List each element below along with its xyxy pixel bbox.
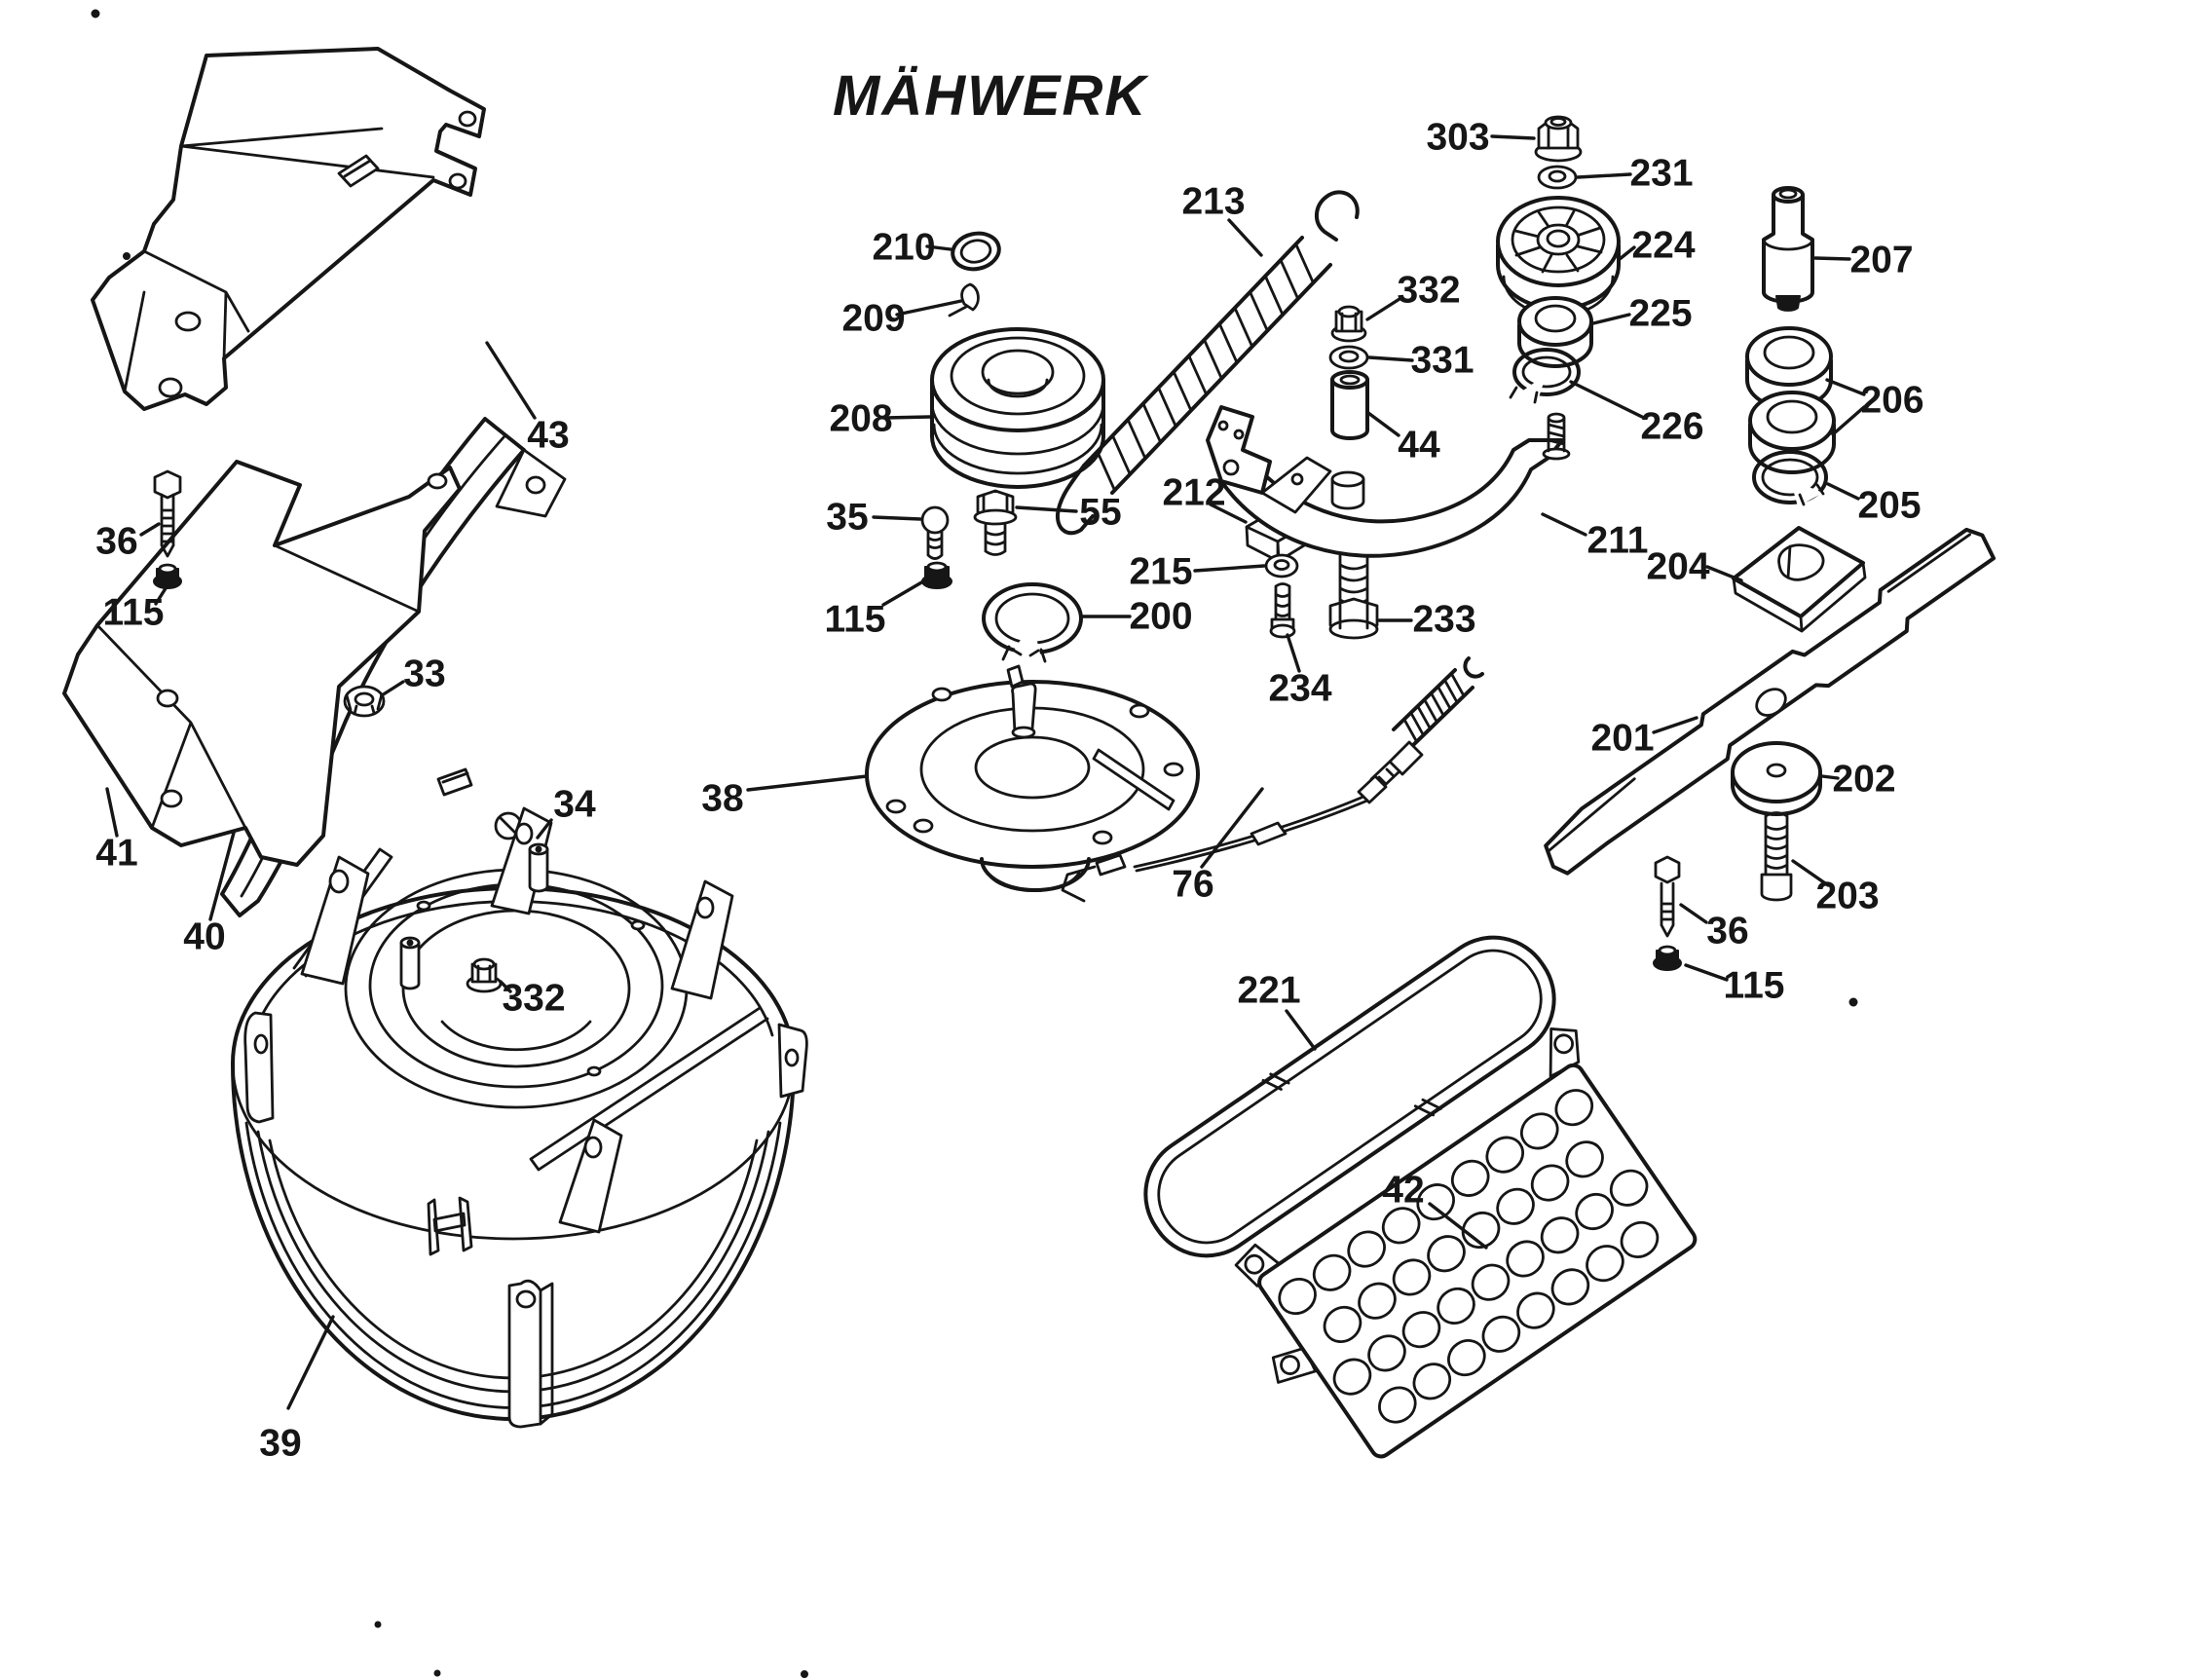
callout-209: 209 — [841, 298, 905, 340]
part-flange-nut-33 — [343, 685, 386, 718]
callout-35: 35 — [826, 497, 868, 539]
part-retaining-ring-226 — [1509, 348, 1581, 404]
part-hex-bolt-36-left — [153, 469, 182, 558]
part-lock-nut-332-idler — [1330, 305, 1367, 343]
part-flat-washer-215 — [1264, 553, 1299, 579]
part-spindle-mounting-plate-38 — [865, 664, 1200, 893]
callout-38: 38 — [701, 778, 743, 820]
callout-40: 40 — [183, 916, 225, 958]
callout-332-idler: 332 — [1397, 270, 1460, 312]
callout-42: 42 — [1382, 1170, 1424, 1212]
part-spacer-sleeve-44 — [1330, 370, 1369, 440]
part-deck-housing-39 — [231, 806, 808, 1429]
part-mulch-grate-42 — [1234, 1027, 1698, 1459]
part-blade-washer-202 — [1731, 741, 1822, 816]
callout-221: 221 — [1237, 970, 1300, 1012]
callout-34: 34 — [553, 784, 596, 826]
part-mower-blade-201 — [1544, 527, 1997, 876]
part-lock-nut-115-center — [921, 561, 952, 589]
part-clamp-ring-200 — [982, 582, 1083, 663]
callout-76: 76 — [1172, 864, 1213, 906]
part-ball-bearing-225 — [1517, 296, 1593, 368]
part-flange-lock-nut-303 — [1534, 115, 1583, 163]
part-flat-washer-231 — [1537, 165, 1578, 190]
callout-201: 201 — [1590, 718, 1654, 760]
callout-208: 208 — [829, 398, 892, 440]
callout-231: 231 — [1629, 153, 1693, 195]
callout-39: 39 — [259, 1423, 301, 1465]
callout-213: 213 — [1181, 181, 1245, 223]
part-lock-nut-115-right — [1653, 945, 1682, 971]
part-belt-cover-43 — [91, 47, 486, 411]
callout-202: 202 — [1832, 759, 1895, 801]
part-flange-bolt-55 — [973, 489, 1018, 556]
callout-115-left: 115 — [103, 592, 165, 634]
callout-205: 205 — [1857, 485, 1921, 527]
part-hex-bolt-36-right — [1654, 855, 1681, 938]
callout-226: 226 — [1640, 406, 1703, 448]
callout-234: 234 — [1268, 668, 1331, 710]
part-woodruff-key-209 — [948, 282, 980, 317]
callout-36-left: 36 — [95, 521, 137, 563]
callout-115-center: 115 — [825, 599, 886, 641]
page-title: MÄHWERK — [833, 64, 1149, 128]
part-retaining-ring-210 — [951, 231, 1001, 272]
part-retaining-ring-205 — [1752, 450, 1828, 506]
callout-224: 224 — [1631, 225, 1695, 267]
part-spindle-pulley-208 — [930, 327, 1105, 489]
callout-200: 200 — [1129, 596, 1192, 638]
callout-33: 33 — [403, 653, 445, 695]
callout-labels: 43 36 115 33 34 41 40 39 332 210 209 208… — [95, 117, 1923, 1465]
part-hex-flange-bolt-233 — [1328, 547, 1379, 640]
part-idler-arm-211 — [1206, 405, 1571, 558]
callout-233: 233 — [1412, 599, 1475, 641]
part-spacer-shaft-207 — [1762, 186, 1814, 312]
callout-206: 206 — [1860, 380, 1923, 422]
part-extension-spring-213 — [1055, 190, 1360, 536]
part-v-belt-221 — [1143, 935, 1556, 1258]
part-round-head-bolt-35 — [920, 505, 950, 560]
callout-215: 215 — [1129, 551, 1192, 593]
callout-211: 211 — [1587, 520, 1649, 562]
callout-203: 203 — [1815, 876, 1879, 917]
callout-210: 210 — [872, 227, 935, 269]
callout-41: 41 — [95, 833, 137, 875]
callout-115-right: 115 — [1724, 965, 1785, 1007]
part-small-bolt-234 — [1269, 582, 1296, 639]
part-flat-washer-331 — [1328, 345, 1369, 370]
leader-lines — [105, 134, 1866, 1410]
paper-specks — [91, 9, 1858, 1678]
callout-43: 43 — [527, 415, 569, 457]
part-discharge-baffle-41 — [62, 460, 462, 867]
part-center-lock-nut-332 — [466, 957, 503, 993]
part-control-cable-76 — [1061, 656, 1484, 903]
callout-212: 212 — [1162, 472, 1225, 514]
callout-204: 204 — [1646, 546, 1709, 588]
part-blade-adapter-204 — [1732, 526, 1867, 633]
callout-207: 207 — [1849, 240, 1913, 281]
part-ball-bearings-206 — [1745, 326, 1836, 474]
callout-331: 331 — [1410, 340, 1474, 382]
callout-55: 55 — [1079, 492, 1121, 534]
callout-44: 44 — [1398, 425, 1440, 467]
callout-36-right: 36 — [1706, 911, 1748, 952]
callout-225: 225 — [1628, 293, 1692, 335]
callout-303: 303 — [1426, 117, 1489, 159]
callout-332-deck: 332 — [502, 978, 565, 1020]
part-lock-nut-115-left — [153, 563, 182, 589]
part-blade-bolt-203 — [1760, 811, 1793, 902]
